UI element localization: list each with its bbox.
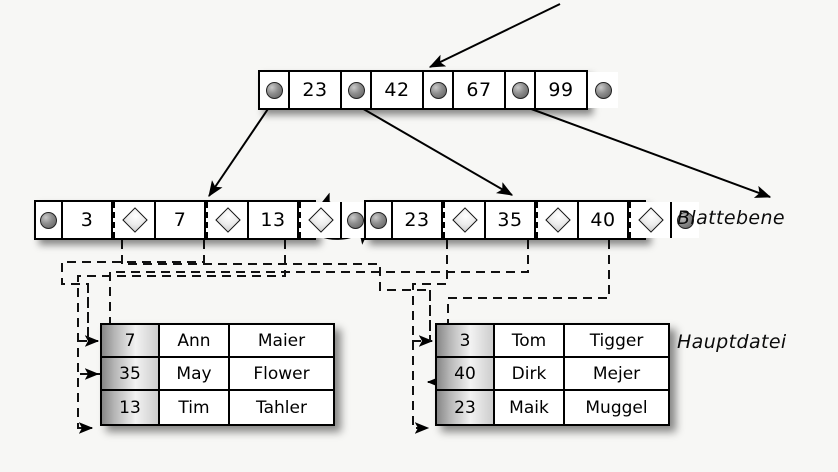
arrow-root-to-leaf-left	[208, 102, 273, 197]
table-row: 13 Tim Tahler	[102, 391, 333, 424]
root-key-3: 99	[536, 72, 588, 108]
leaf-right-key-1: 35	[486, 202, 536, 238]
root-pointer-0[interactable]	[260, 72, 290, 108]
diamond-pointer-icon	[307, 207, 334, 233]
pointer-dot-icon	[677, 211, 694, 229]
root-index-node[interactable]: 23 42 67 99	[258, 70, 618, 110]
pointer-dot-icon	[511, 81, 529, 99]
record-last-name: Muggel	[585, 397, 648, 418]
label-main-file: Hauptdatei	[677, 331, 787, 353]
pointer-dot-icon	[40, 211, 57, 229]
leaf-node-left[interactable]: 3 7 13	[34, 200, 369, 240]
table-row: 35 May Flower	[102, 358, 333, 391]
record-first-name: Tom	[495, 325, 565, 356]
root-pointer-4[interactable]	[588, 72, 618, 108]
table-row: 3 Tom Tigger	[437, 325, 668, 358]
leaf-left-record-pointer-2[interactable]	[299, 202, 342, 238]
arrow-into-root	[428, 3, 561, 68]
diamond-pointer-icon	[544, 207, 571, 233]
diamond-pointer-icon	[451, 207, 478, 233]
table-row: 7 Ann Maier	[102, 325, 333, 358]
arrow-root-to-right-subtree	[514, 102, 772, 198]
label-leaf-level: Blattebene	[677, 207, 786, 229]
arrow-root-to-leaf-right	[352, 102, 514, 196]
main-file-table-right: 3 Tom Tigger 40 Dirk Mejer 23 Maik Mugge…	[435, 323, 670, 426]
record-first-name: May	[160, 358, 230, 389]
leaf-left-key-0: 3	[63, 202, 113, 238]
diamond-pointer-icon	[637, 207, 664, 233]
leaf-node-right[interactable]: 23 35 40	[364, 200, 699, 240]
pointer-dot-icon	[347, 81, 365, 99]
record-first-name: Ann	[160, 325, 230, 356]
root-pointer-2[interactable]	[424, 72, 454, 108]
leaf-left-record-pointer-1[interactable]	[206, 202, 249, 238]
record-first-name: Tim	[160, 391, 230, 424]
record-id: 23	[437, 391, 495, 424]
pointer-dot-icon	[265, 81, 283, 99]
leaf-left-prev-pointer[interactable]	[36, 202, 63, 238]
record-id: 13	[102, 391, 160, 424]
pointer-dot-icon	[370, 211, 387, 229]
leaf-right-next-pointer[interactable]	[672, 202, 699, 238]
root-pointer-1[interactable]	[342, 72, 372, 108]
record-id: 35	[102, 358, 160, 389]
diamond-pointer-icon	[214, 207, 241, 233]
leaf-left-key-1: 7	[156, 202, 206, 238]
leaf-right-key-2: 40	[579, 202, 629, 238]
leaf-left-key-2: 13	[249, 202, 299, 238]
root-key-0: 23	[290, 72, 342, 108]
record-first-name: Dirk	[495, 358, 565, 389]
leaf-right-record-pointer-0[interactable]	[443, 202, 486, 238]
diamond-pointer-icon	[121, 207, 148, 233]
record-id: 3	[437, 325, 495, 356]
root-key-1: 42	[372, 72, 424, 108]
leaf-right-key-0: 23	[393, 202, 443, 238]
record-id: 40	[437, 358, 495, 389]
leaf-right-record-pointer-2[interactable]	[629, 202, 672, 238]
leaf-right-record-pointer-1[interactable]	[536, 202, 579, 238]
record-id: 7	[102, 325, 160, 356]
leaf-right-prev-pointer[interactable]	[366, 202, 393, 238]
leaf-left-record-pointer-0[interactable]	[113, 202, 156, 238]
record-first-name: Maik	[495, 391, 565, 424]
pointer-dot-icon	[347, 211, 364, 229]
table-row: 23 Maik Muggel	[437, 391, 668, 424]
root-key-2: 67	[454, 72, 506, 108]
record-last-name: Flower	[253, 363, 310, 384]
pointer-dot-icon	[594, 81, 612, 99]
main-file-table-left: 7 Ann Maier 35 May Flower 13 Tim Tahler	[100, 323, 335, 426]
pointer-dot-icon	[429, 81, 447, 99]
root-pointer-3[interactable]	[506, 72, 536, 108]
record-last-name: Maier	[257, 330, 306, 351]
table-row: 40 Dirk Mejer	[437, 358, 668, 391]
record-last-name: Tigger	[589, 330, 644, 351]
record-last-name: Mejer	[592, 363, 641, 384]
record-last-name: Tahler	[256, 397, 307, 418]
